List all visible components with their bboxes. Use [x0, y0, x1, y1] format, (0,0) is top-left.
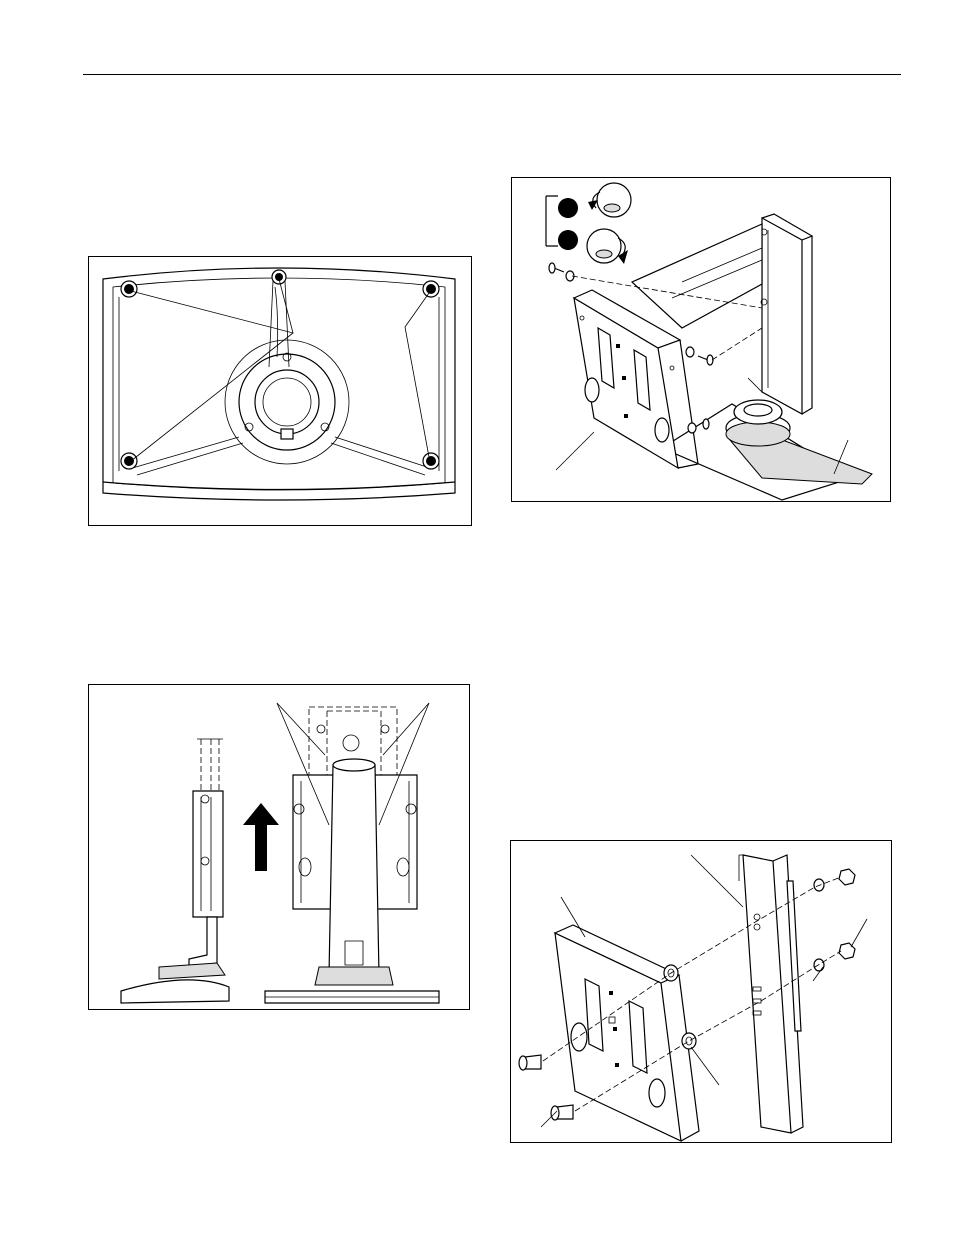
header-rule [83, 74, 901, 75]
figure-display-back [88, 256, 472, 526]
adapter-plate-illustration [512, 178, 891, 502]
up-arrow-icon [243, 803, 279, 871]
side-view [121, 739, 229, 1003]
loosen-icon [558, 183, 631, 218]
tighten-icon [558, 229, 628, 264]
display-back-illustration [89, 257, 472, 526]
column-slide-illustration [89, 685, 470, 1010]
figure-plate-hardware [510, 840, 892, 1143]
figure-column-slide [88, 684, 470, 1010]
front-view [265, 703, 439, 1003]
figure-adapter-plate [511, 177, 891, 502]
plate-hardware-illustration [511, 841, 892, 1143]
